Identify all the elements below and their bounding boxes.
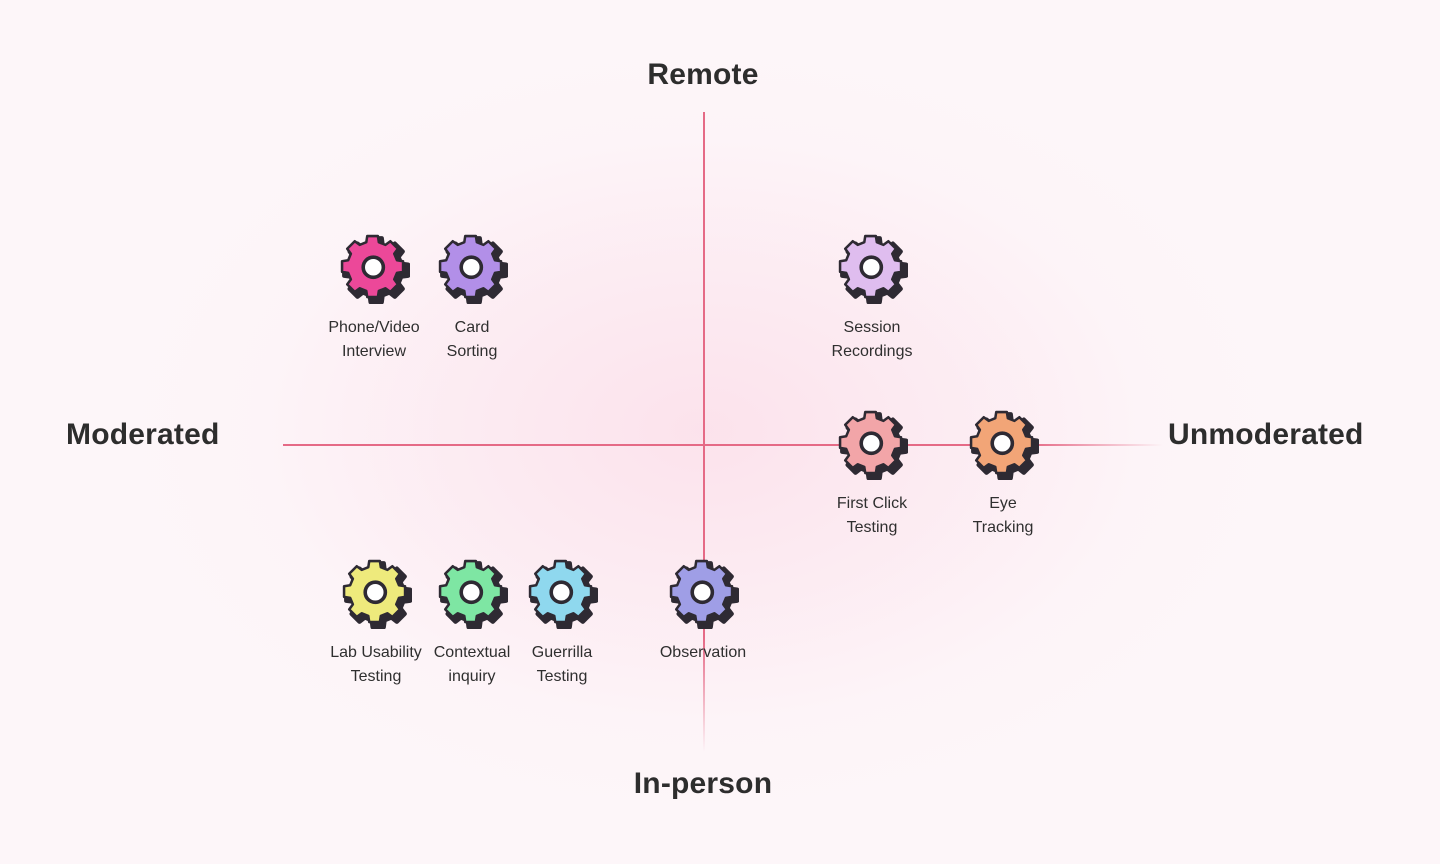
method-label: Guerrilla Testing [531, 644, 593, 685]
method-label: Phone/Video Interview [328, 319, 420, 360]
method-eye-tracking: Eye Tracking [943, 408, 1063, 540]
method-label: Eye Tracking [972, 495, 1034, 536]
method-label: Lab Usability Testing [330, 644, 422, 685]
gear-icon [669, 559, 739, 629]
method-label: Contextual inquiry [433, 644, 511, 685]
gear-icon [838, 410, 908, 480]
method-session-recordings: Session Recordings [812, 232, 932, 364]
axis-label-in-person: In-person [633, 767, 773, 800]
axis-label-moderated: Moderated [66, 418, 220, 451]
gear-icon [342, 559, 412, 629]
method-label: Session Recordings [831, 319, 913, 360]
gear-icon [340, 234, 410, 304]
gear-icon [969, 410, 1039, 480]
gear-icon [528, 559, 598, 629]
gear-icon [838, 234, 908, 304]
method-label: Card Sorting [446, 319, 498, 360]
gear-icon [438, 234, 508, 304]
gear-icon [438, 559, 508, 629]
vertical-axis [703, 112, 705, 752]
axis-label-unmoderated: Unmoderated [1168, 418, 1364, 451]
method-phone-video-interview: Phone/Video Interview [314, 232, 434, 364]
horizontal-axis [283, 444, 1163, 446]
method-guerrilla-testing: Guerrilla Testing [502, 557, 622, 689]
method-lab-usability-testing: Lab Usability Testing [316, 557, 436, 689]
method-card-sorting: Card Sorting [412, 232, 532, 364]
method-label: Observation [659, 644, 747, 661]
axis-label-remote: Remote [647, 58, 759, 91]
method-contextual-inquiry: Contextual inquiry [412, 557, 532, 689]
method-first-click-testing: First Click Testing [812, 408, 932, 540]
method-label: First Click Testing [836, 495, 908, 536]
method-observation: Observation [643, 557, 763, 665]
